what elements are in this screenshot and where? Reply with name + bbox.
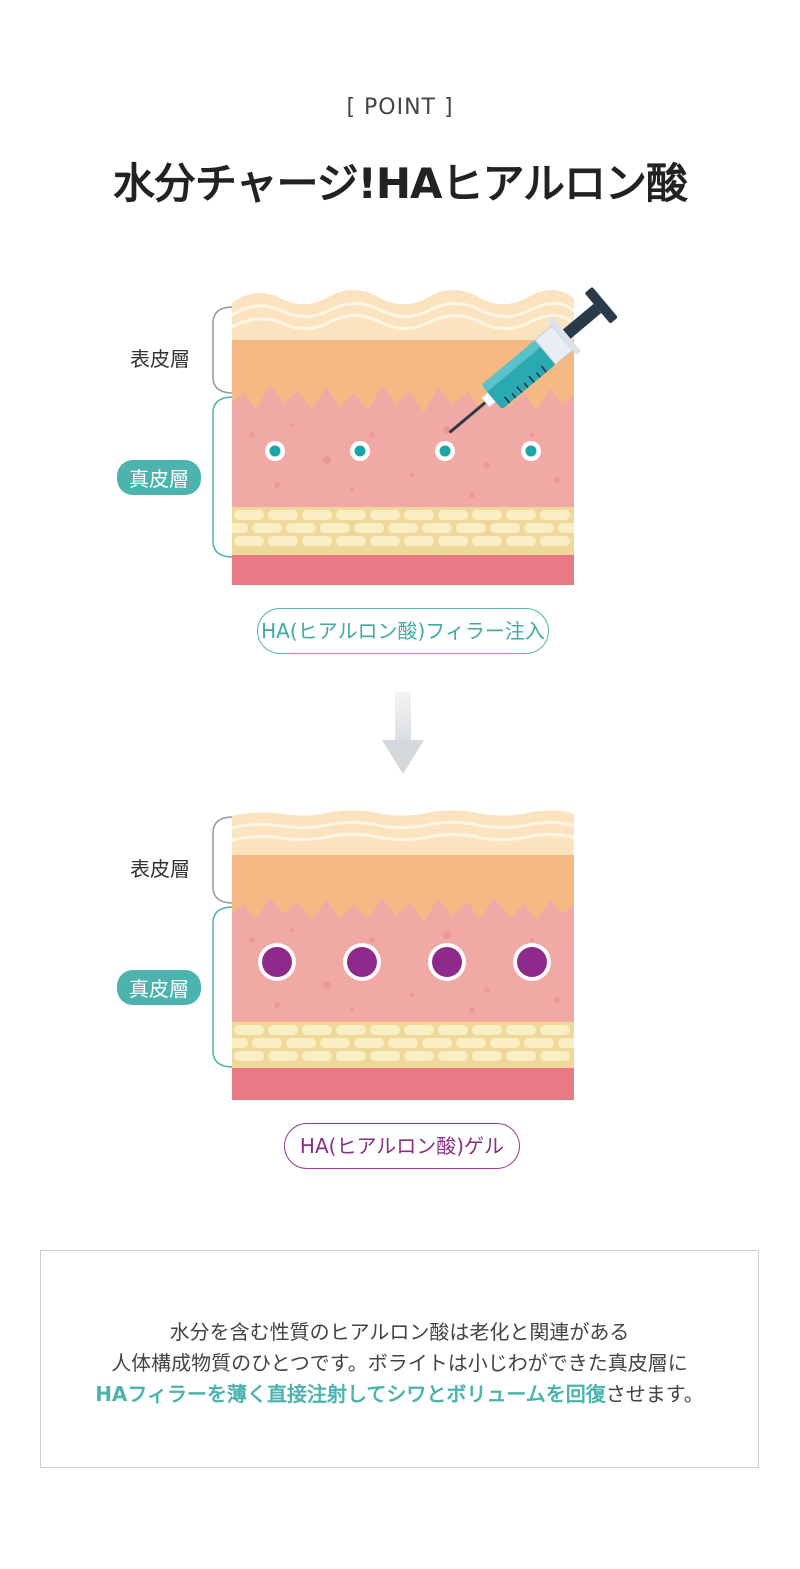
description-line-3-rest: させます。 (605, 1382, 704, 1406)
ha-dot (525, 445, 537, 457)
ha-gel-points (258, 943, 551, 981)
layer-brackets (212, 306, 234, 558)
description-highlight: HAフィラーを薄く直接注射してシワとボリュームを回復 (95, 1382, 606, 1406)
layer-brackets (212, 816, 234, 1068)
skin-diagram-before: 表皮層 真皮層 (0, 270, 800, 654)
syringe-icon (448, 287, 618, 434)
ha-injection-points (265, 441, 541, 461)
ha-gel-dot (517, 947, 547, 977)
description-line-1: 水分を含む性質のヒアルロン酸は老化と関連がある (169, 1320, 630, 1344)
dermis-label: 真皮層 (117, 970, 201, 1005)
ha-dot (354, 445, 366, 457)
dermis-label: 真皮層 (117, 460, 201, 495)
epidermis-label: 表皮層 (130, 347, 190, 371)
ha-dot (269, 445, 281, 457)
caption-ha-gel: HA(ヒアルロン酸)ゲル (284, 1123, 520, 1169)
ha-gel-dot (262, 947, 292, 977)
page-title: 水分チャージ!HAヒアルロン酸 (112, 159, 688, 208)
epidermis-label: 表皮層 (130, 857, 190, 881)
point-label: [ POINT ] (346, 95, 454, 120)
description-line-3: HAフィラーを薄く直接注射してシワとボリュームを回復させます。 (41, 1379, 758, 1410)
ha-dot (439, 445, 451, 457)
arrow-down-icon (382, 692, 424, 774)
description-box: 水分を含む性質のヒアルロン酸は老化と関連がある 人体構成物質のひとつです。ボライ… (40, 1250, 759, 1468)
ha-gel-dot (432, 947, 462, 977)
skin-diagram-after: 表皮層 真皮層 (0, 795, 800, 1185)
description-line-2: 人体構成物質のひとつです。ボライトは小じわができた真皮層に (111, 1351, 688, 1375)
ha-gel-dot (347, 947, 377, 977)
caption-filler-injection: HA(ヒアルロン酸)フィラー注入 (257, 608, 549, 654)
